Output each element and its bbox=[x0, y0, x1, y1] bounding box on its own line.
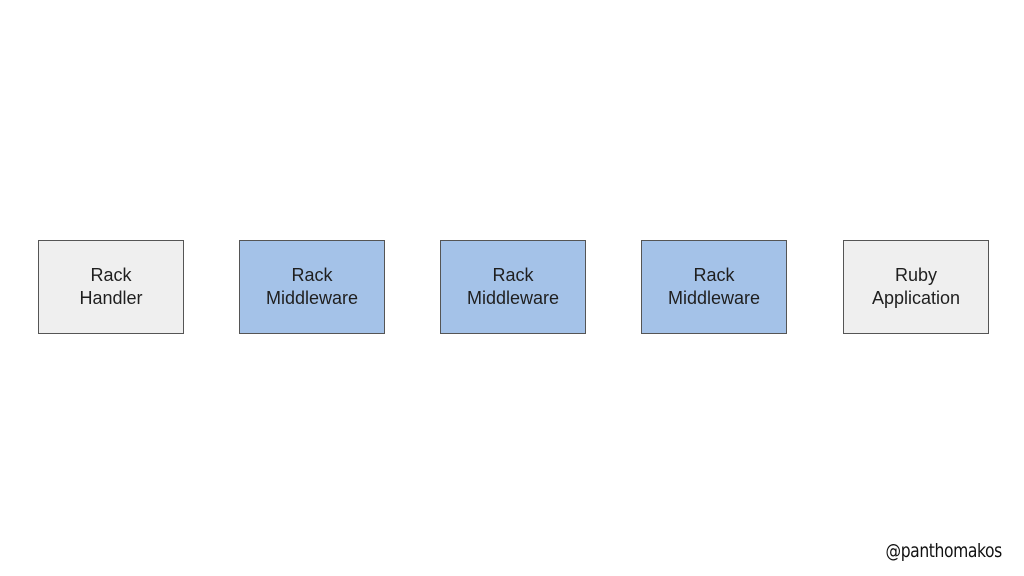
box-label: Rack Middleware bbox=[265, 265, 359, 308]
box-label: Ruby Application bbox=[871, 265, 961, 308]
ruby-application-box: Ruby Application bbox=[843, 240, 989, 334]
author-handle: @panthomakos bbox=[885, 540, 1003, 562]
rack-middleware-box: Rack Middleware bbox=[440, 240, 586, 334]
box-label: Rack Middleware bbox=[667, 265, 761, 308]
box-label: Rack Handler bbox=[79, 265, 143, 308]
rack-handler-box: Rack Handler bbox=[38, 240, 184, 334]
box-label: Rack Middleware bbox=[466, 265, 560, 308]
rack-middleware-box: Rack Middleware bbox=[641, 240, 787, 334]
rack-middleware-box: Rack Middleware bbox=[239, 240, 385, 334]
